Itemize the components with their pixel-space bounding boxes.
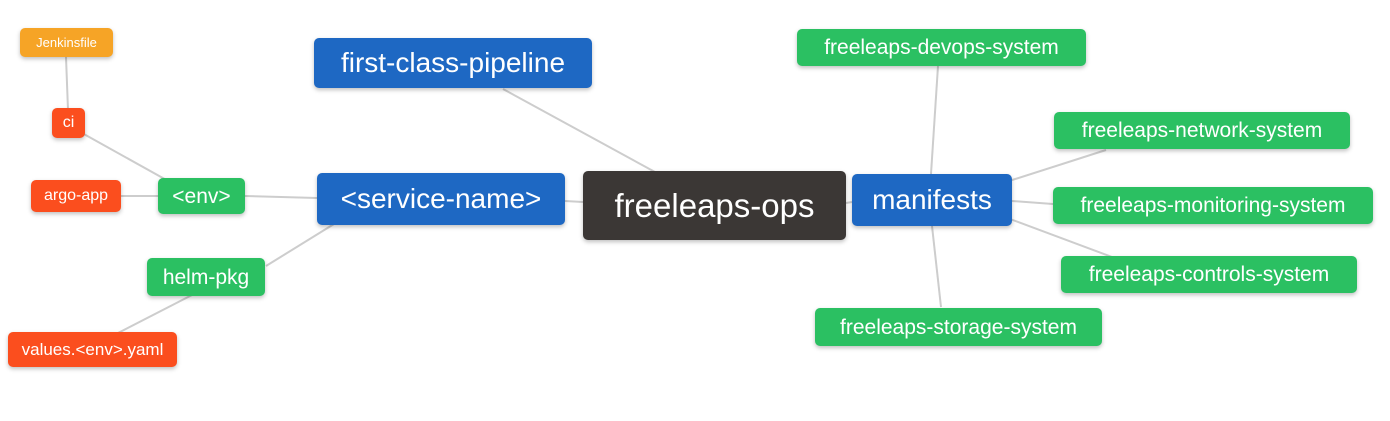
edge-manifests-to-freeleaps-storage-system bbox=[931, 225, 942, 308]
edge-freeleaps-ops-to-manifests bbox=[845, 201, 853, 204]
edge-ci-to-env bbox=[81, 132, 171, 183]
edge-jenkinsfile-to-ci bbox=[65, 56, 69, 111]
mindmap-node-argo-app[interactable]: argo-app bbox=[31, 180, 121, 212]
mindmap-node-values-env-yaml[interactable]: values.<env>.yaml bbox=[8, 332, 177, 367]
mindmap-node-helm-pkg[interactable]: helm-pkg bbox=[147, 258, 265, 296]
edge-manifests-to-freeleaps-network-system bbox=[1008, 149, 1107, 182]
edge-manifests-to-freeleaps-controls-system bbox=[1009, 218, 1113, 258]
mindmap-node-freeleaps-devops-system[interactable]: freeleaps-devops-system bbox=[797, 29, 1086, 66]
mindmap-node-freeleaps-network-system[interactable]: freeleaps-network-system bbox=[1054, 112, 1350, 149]
edge-freeleaps-devops-system-to-manifests bbox=[930, 65, 939, 175]
mindmap-node-env[interactable]: <env> bbox=[158, 178, 245, 214]
edge-first-class-pipeline-to-freeleaps-ops bbox=[502, 88, 656, 173]
mindmap-node-ci[interactable]: ci bbox=[52, 108, 85, 138]
mindmap-node-freeleaps-monitoring-system[interactable]: freeleaps-monitoring-system bbox=[1053, 187, 1373, 224]
edge-helm-pkg-to-service-name bbox=[265, 223, 335, 267]
edge-manifests-to-freeleaps-monitoring-system bbox=[1011, 200, 1054, 205]
mindmap-node-manifests[interactable]: manifests bbox=[852, 174, 1012, 226]
edge-service-name-to-freeleaps-ops bbox=[564, 200, 584, 203]
mindmap-node-service-name[interactable]: <service-name> bbox=[317, 173, 565, 225]
mindmap-node-jenkinsfile[interactable]: Jenkinsfile bbox=[20, 28, 113, 57]
mindmap-node-first-class-pipeline[interactable]: first-class-pipeline bbox=[314, 38, 592, 88]
mindmap-node-freeleaps-ops[interactable]: freeleaps-ops bbox=[583, 171, 846, 240]
edge-env-to-service-name bbox=[244, 195, 318, 199]
mindmap-node-freeleaps-controls-system[interactable]: freeleaps-controls-system bbox=[1061, 256, 1357, 293]
edge-values-env-yaml-to-helm-pkg bbox=[117, 294, 193, 334]
mindmap-node-freeleaps-storage-system[interactable]: freeleaps-storage-system bbox=[815, 308, 1102, 346]
